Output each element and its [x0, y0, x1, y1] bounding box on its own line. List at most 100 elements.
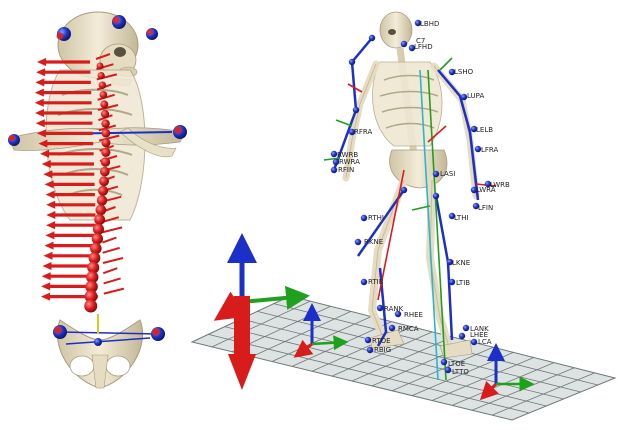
force-arrow-short [103, 258, 123, 263]
motion-capture-marker [433, 193, 439, 199]
marker-label-rhee: RHEE [404, 311, 423, 319]
force-arrow-head [35, 78, 44, 86]
vertebra-sphere [94, 214, 105, 225]
vertebra-sphere [100, 91, 108, 99]
marker-label-ltib: LTIB [456, 279, 470, 287]
marker-label-rmca: RMCA [398, 325, 419, 333]
motion-capture-marker [353, 107, 359, 113]
pelvis [57, 314, 158, 388]
force-arrow-short [103, 248, 120, 253]
force-arrow-short [102, 227, 122, 232]
vertebra-sphere [98, 72, 105, 79]
marker-label-lelb: LELB [476, 126, 493, 134]
motion-capture-marker [463, 325, 469, 331]
marker-label-rthi: RTHI [368, 214, 384, 222]
marker-label-lkne: LKNE [452, 259, 470, 267]
motion-capture-marker [389, 325, 395, 331]
vertebra-sphere [97, 195, 107, 205]
vertebra-sphere [99, 81, 106, 88]
marker-label-lsho: LSHO [454, 68, 474, 76]
marker-label-rkne: RKNE [364, 238, 383, 246]
marker-label-rfin: RFIN [338, 166, 354, 174]
force-arrow-head [45, 180, 54, 188]
force-arrow-head [43, 262, 52, 270]
marker-label-rfra: RFRA [354, 128, 372, 136]
force-arrow-head [35, 99, 44, 107]
force-arrow-head [45, 242, 54, 250]
force-arrow-head [43, 170, 52, 178]
skeleton-skull [380, 12, 412, 48]
marker-label-ltto: LTTO [452, 368, 469, 376]
motion-capture-marker [401, 187, 407, 193]
force-arrow-head [41, 282, 50, 290]
motion-capture-marker [331, 167, 337, 173]
marker-label-rwra: RWRA [339, 158, 360, 166]
force-arrow-head [43, 252, 52, 260]
force-arrow-head [35, 89, 44, 97]
motion-capture-marker [369, 35, 375, 41]
vertebra-sphere [97, 63, 104, 70]
force-arrow-head [37, 58, 46, 66]
motion-capture-marker [349, 59, 355, 65]
motion-capture-marker [433, 171, 439, 177]
marker-label-rank: RANK [384, 305, 404, 313]
vertebra-sphere [102, 129, 111, 138]
pelvis-marker-center [94, 338, 102, 346]
marker-label-lfhd: LFHD [414, 43, 433, 51]
marker-label-rtib: RTIB [368, 278, 384, 286]
spine-model [8, 12, 187, 388]
vertebra-sphere [96, 205, 107, 216]
marker-label-lasi: LASI [440, 170, 455, 178]
marker-label-rbig: RBIG [374, 346, 391, 354]
marker-label-lupa: LUPA [467, 92, 484, 100]
vertebra-sphere [100, 167, 110, 177]
force-arrow-head [46, 211, 55, 219]
motion-capture-marker [449, 279, 455, 285]
marker-label-lthi: LTHI [454, 214, 469, 222]
force-arrow-head [42, 160, 51, 168]
vertebra-sphere [101, 110, 109, 118]
motion-capture-marker [471, 339, 477, 345]
motion-capture-marker [401, 41, 407, 47]
force-arrow-head [46, 191, 55, 199]
force-arrow-head [46, 201, 55, 209]
force-arrow-short [104, 278, 121, 283]
vertebra-sphere [98, 186, 108, 196]
vertebra-sphere [99, 176, 109, 186]
force-arrow-short [102, 238, 116, 243]
vertebra-sphere [102, 138, 111, 147]
force-arrow-head [46, 221, 55, 229]
motion-capture-marker [441, 359, 447, 365]
marker-label-lfin: LFIN [478, 204, 493, 212]
motion-capture-marker [365, 337, 371, 343]
marker-label-ltoe: LTOE [448, 360, 465, 368]
force-arrow-head [36, 119, 45, 127]
force-arrow-head [35, 109, 44, 117]
force-arrow-head [40, 150, 49, 158]
force-arrow-head [42, 272, 51, 280]
vertebra-sphere [101, 148, 110, 157]
motion-capture-marker [355, 239, 361, 245]
motion-capture-marker [361, 215, 367, 221]
vertebra-sphere [92, 233, 103, 244]
marker-label-lca: LCA [478, 338, 492, 346]
motion-capture-marker [377, 305, 383, 311]
vertebra-sphere [93, 224, 104, 235]
force-arrow-head [45, 231, 54, 239]
motion-capture-marker [459, 333, 465, 339]
marker-label-lbhd: LBHD [420, 20, 439, 28]
vertebra-sphere [101, 119, 109, 127]
marker-label-lfra: LFRA [481, 146, 499, 154]
force-arrow-short [103, 268, 117, 273]
motion-capture-marker [367, 347, 373, 353]
force-arrow-short [104, 289, 124, 294]
force-arrow-head [41, 293, 50, 301]
motion-capture-marker [361, 279, 367, 285]
marker-label-lwra: LWRA [476, 186, 496, 194]
force-arrow-head [36, 68, 45, 76]
vertebra-sphere [101, 157, 110, 166]
vertebra-sphere [84, 300, 97, 313]
vertebra-sphere [100, 100, 108, 108]
marker-label-rtoe: RTOE [372, 337, 391, 345]
